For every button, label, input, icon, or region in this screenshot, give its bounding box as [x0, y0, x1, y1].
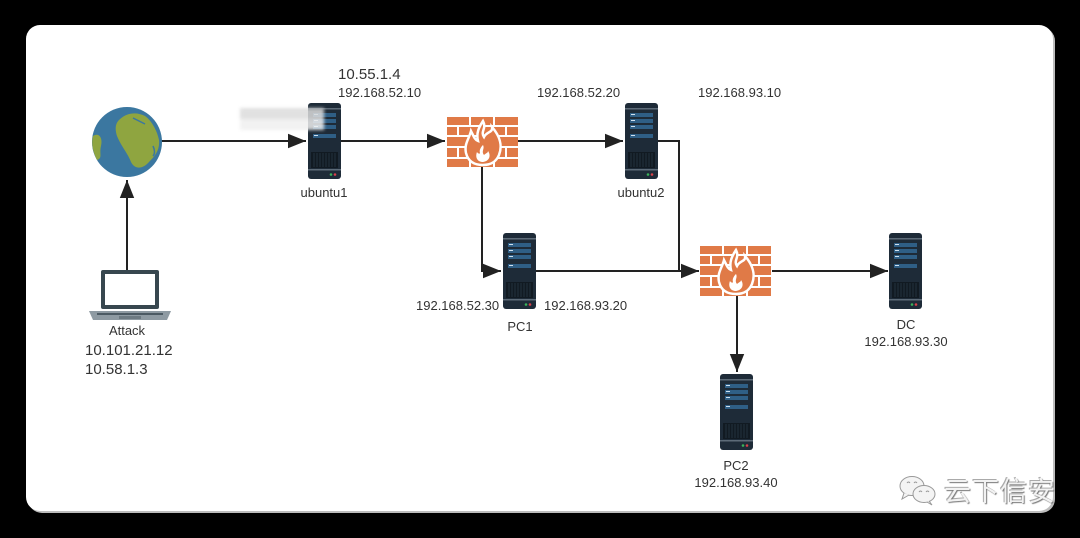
watermark: 云下信安 [898, 470, 1056, 509]
ubuntu2-ip-93: 192.168.93.10 [698, 85, 782, 100]
redacted-label [240, 108, 324, 130]
server-icon-dc[interactable] [888, 232, 923, 310]
globe-icon[interactable] [92, 107, 162, 177]
laptop-icon[interactable] [89, 270, 171, 320]
ubuntu1-ip-external: 10.55.1.4 [338, 66, 401, 83]
pc2-ip: 192.168.93.40 [694, 475, 778, 490]
attack-label: Attack [108, 323, 146, 338]
dc-label: DC [896, 317, 916, 332]
diagram-canvas: 10.55.1.4 192.168.52.10 ubuntu1 192.168.… [26, 25, 1053, 511]
watermark-text: 云下信安 [944, 477, 1056, 508]
edges [119, 133, 888, 372]
ubuntu2-ip-52: 192.168.52.20 [537, 85, 621, 100]
edge-firewall1-pc1 [481, 166, 501, 279]
ubuntu1-label: ubuntu1 [300, 185, 348, 200]
server-icon-ubuntu2[interactable] [624, 102, 659, 180]
diagram-svg [89, 102, 923, 451]
attack-ip-1: 10.101.21.12 [85, 342, 173, 359]
pc1-ip-52: 192.168.52.30 [416, 298, 500, 313]
ubuntu2-label: ubuntu2 [617, 185, 665, 200]
pc1-label: PC1 [507, 319, 533, 334]
dc-ip: 192.168.93.30 [864, 334, 948, 349]
server-icon-pc2[interactable] [719, 373, 754, 451]
firewall-icon-1[interactable] [445, 115, 520, 169]
pc2-label: PC2 [723, 458, 749, 473]
wechat-icon [899, 475, 936, 505]
ubuntu1-ip-internal: 192.168.52.10 [338, 85, 422, 100]
pc1-ip-93: 192.168.93.20 [544, 298, 628, 313]
firewall-icon-2[interactable] [698, 244, 773, 298]
edge-ubuntu2-firewall2 [658, 140, 680, 271]
attack-ip-2: 10.58.1.3 [85, 361, 148, 378]
server-icon-pc1[interactable] [502, 232, 537, 310]
